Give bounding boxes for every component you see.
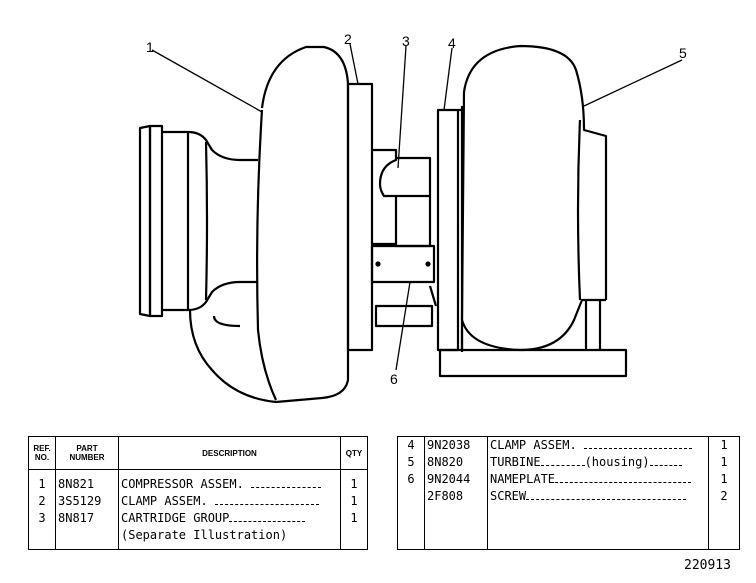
- desc-text: CARTRIDGE GROUP: [121, 511, 230, 525]
- part-cell: 3S5129: [55, 493, 119, 510]
- desc-cell: CLAMP ASSEM.: [118, 493, 341, 510]
- desc-text: SCREW: [490, 489, 527, 503]
- desc-cell: COMPRESSOR ASSEM.: [118, 469, 341, 493]
- callout-6: 6: [390, 371, 398, 387]
- part-cell: 9N2044: [424, 471, 488, 488]
- qty-cell: 1: [350, 494, 358, 508]
- part-cell: 2F808: [424, 488, 488, 505]
- part-cell: 8N817: [55, 510, 119, 527]
- parts-table-left: REF. NO. PART NUMBER DESCRIPTION QTY 1 8…: [28, 436, 368, 550]
- ref-cell: 3: [28, 510, 56, 527]
- table-row: 2F808 SCREW 2: [397, 488, 740, 505]
- parts-table-right: 4 9N2038 CLAMP ASSEM. 1 5 8N820 TURBINE (…: [397, 436, 740, 550]
- qty-cell: 1: [350, 477, 358, 491]
- ref-cell: 5: [397, 454, 425, 471]
- table-row: 2 3S5129 CLAMP ASSEM. 1: [28, 493, 368, 510]
- dash-leader: [583, 439, 692, 449]
- qty-cell: 1: [350, 511, 358, 525]
- callout-5: 5: [679, 45, 687, 61]
- table-row: 6 9N2044 NAMEPLATE 1: [397, 471, 740, 488]
- header-ref-no: REF. NO.: [28, 436, 56, 470]
- ref-cell: 6: [397, 471, 425, 488]
- header-description: DESCRIPTION: [118, 436, 341, 470]
- part-cell: 8N821: [55, 469, 119, 493]
- header-part-number: PART NUMBER: [55, 436, 119, 470]
- table-row: (Separate Illustration): [28, 527, 368, 544]
- callout-2: 2: [344, 31, 352, 47]
- dash-leader: [526, 490, 687, 500]
- ref-cell: 4: [397, 436, 425, 454]
- desc-cell: CLAMP ASSEM.: [487, 436, 709, 454]
- desc-cell: SCREW: [487, 488, 709, 505]
- desc-text: CLAMP ASSEM.: [490, 438, 577, 452]
- figure-number: 220913: [684, 558, 731, 573]
- qty-cell: 1: [720, 438, 728, 452]
- turbine-clamp-ring: [436, 106, 464, 352]
- desc-text: CLAMP ASSEM.: [121, 494, 208, 508]
- desc-qualifier: (housing): [584, 455, 650, 469]
- qty-cell: 2: [720, 489, 728, 503]
- desc-text: TURBINE: [490, 455, 541, 469]
- table-row: 1 8N821 COMPRESSOR ASSEM. 1: [28, 469, 368, 493]
- dash-leader: [540, 456, 585, 466]
- desc-cell: NAMEPLATE: [487, 471, 709, 488]
- desc-text: COMPRESSOR ASSEM.: [121, 477, 244, 491]
- qty-cell: 1: [720, 472, 728, 486]
- compressor-clamp-ring: [346, 82, 374, 352]
- header-qty: QTY: [340, 436, 368, 470]
- qty-cell: 1: [720, 455, 728, 469]
- table-row: 4 9N2038 CLAMP ASSEM. 1: [397, 436, 740, 454]
- dash-leader: [251, 478, 322, 488]
- leader-lines: [151, 43, 683, 371]
- table-row: 3 8N817 CARTRIDGE GROUP 1: [28, 510, 368, 527]
- compressor-inlet: [138, 124, 258, 318]
- dash-leader: [214, 495, 319, 505]
- desc-text: NAMEPLATE: [490, 472, 556, 486]
- turbine-housing: [438, 44, 628, 378]
- callout-3: 3: [402, 33, 410, 49]
- ref-cell: 1: [28, 469, 56, 493]
- desc-cell: TURBINE (housing): [487, 454, 709, 471]
- separate-illustration-note: (Separate Illustration): [118, 527, 341, 544]
- ref-cell: 2: [28, 493, 56, 510]
- dash-leader: [555, 473, 692, 483]
- ref-cell: [397, 488, 425, 505]
- dash-leader: [229, 512, 306, 522]
- table-row: 5 8N820 TURBINE (housing) 1: [397, 454, 740, 471]
- part-cell: 9N2038: [424, 436, 488, 454]
- part-cell: 8N820: [424, 454, 488, 471]
- desc-cell: CARTRIDGE GROUP: [118, 510, 341, 527]
- callout-4: 4: [448, 35, 456, 51]
- dash-leader: [649, 456, 682, 466]
- compressor-housing: [188, 45, 350, 404]
- callout-1: 1: [146, 39, 154, 55]
- center-cartridge: [370, 148, 438, 328]
